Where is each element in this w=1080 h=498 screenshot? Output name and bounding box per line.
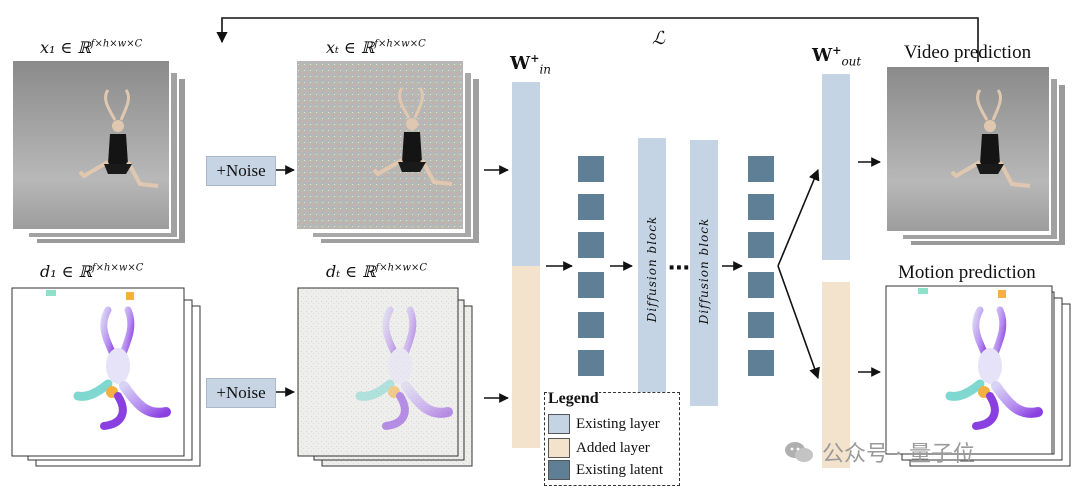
- diffusion-block-1: [638, 138, 666, 404]
- input-video-frames: [11, 59, 187, 245]
- noisy-video-frames: [295, 59, 481, 245]
- noisy-motion-frames: [297, 287, 473, 467]
- legend-title: Legend: [548, 390, 599, 408]
- label-xt: xₜ ∈ ℝf×h×w×C: [326, 38, 426, 57]
- watermark: 公众号 · 量子位: [784, 436, 975, 468]
- w-out-video-layer: [822, 74, 850, 260]
- label-w-in: W+in: [510, 52, 552, 77]
- diffusion-block-1-label: Diffusion block: [645, 215, 659, 323]
- caption-motion-prediction: Motion prediction: [898, 262, 1036, 283]
- split-arrows: [777, 168, 820, 380]
- watermark-text: 公众号 · 量子位: [822, 442, 975, 467]
- loss-feedback-arrow: [216, 17, 979, 62]
- label-d1: d₁ ∈ ℝf×h×w×C: [40, 262, 144, 281]
- diffusion-block-2-label: Diffusion block: [697, 217, 711, 325]
- label-w-out: W+out: [812, 44, 862, 69]
- latent-column-output: [748, 156, 774, 376]
- legend-swatch-existing-layer: [548, 414, 570, 434]
- ellipsis: ⋯: [668, 256, 690, 281]
- w-in-layer: [512, 82, 540, 448]
- legend-item-added-layer: Added layer: [548, 438, 650, 458]
- legend-swatch-existing-latent: [548, 460, 570, 480]
- video-prediction-frames: [885, 65, 1067, 247]
- latent-column-input: [578, 156, 604, 376]
- noise-box-motion: +Noise: [206, 378, 276, 408]
- wechat-icon: [785, 442, 813, 462]
- motion-prediction-frames: [885, 285, 1071, 467]
- input-motion-frames: [11, 287, 201, 467]
- w-out-motion-layer: [822, 282, 850, 468]
- caption-video-prediction: Video prediction: [904, 42, 1032, 63]
- diffusion-block-2: [690, 140, 718, 406]
- label-dt: dₜ ∈ ℝf×h×w×C: [326, 262, 427, 281]
- legend-item-existing-layer: Existing layer: [548, 414, 660, 434]
- noise-box-video: +Noise: [206, 156, 276, 186]
- label-x1: x₁ ∈ ℝf×h×w×C: [40, 38, 143, 57]
- loss-symbol: ℒ: [652, 28, 665, 49]
- legend-item-existing-latent: Existing latent: [548, 460, 663, 480]
- legend-swatch-added-layer: [548, 438, 570, 458]
- noise-arrows: [276, 165, 295, 397]
